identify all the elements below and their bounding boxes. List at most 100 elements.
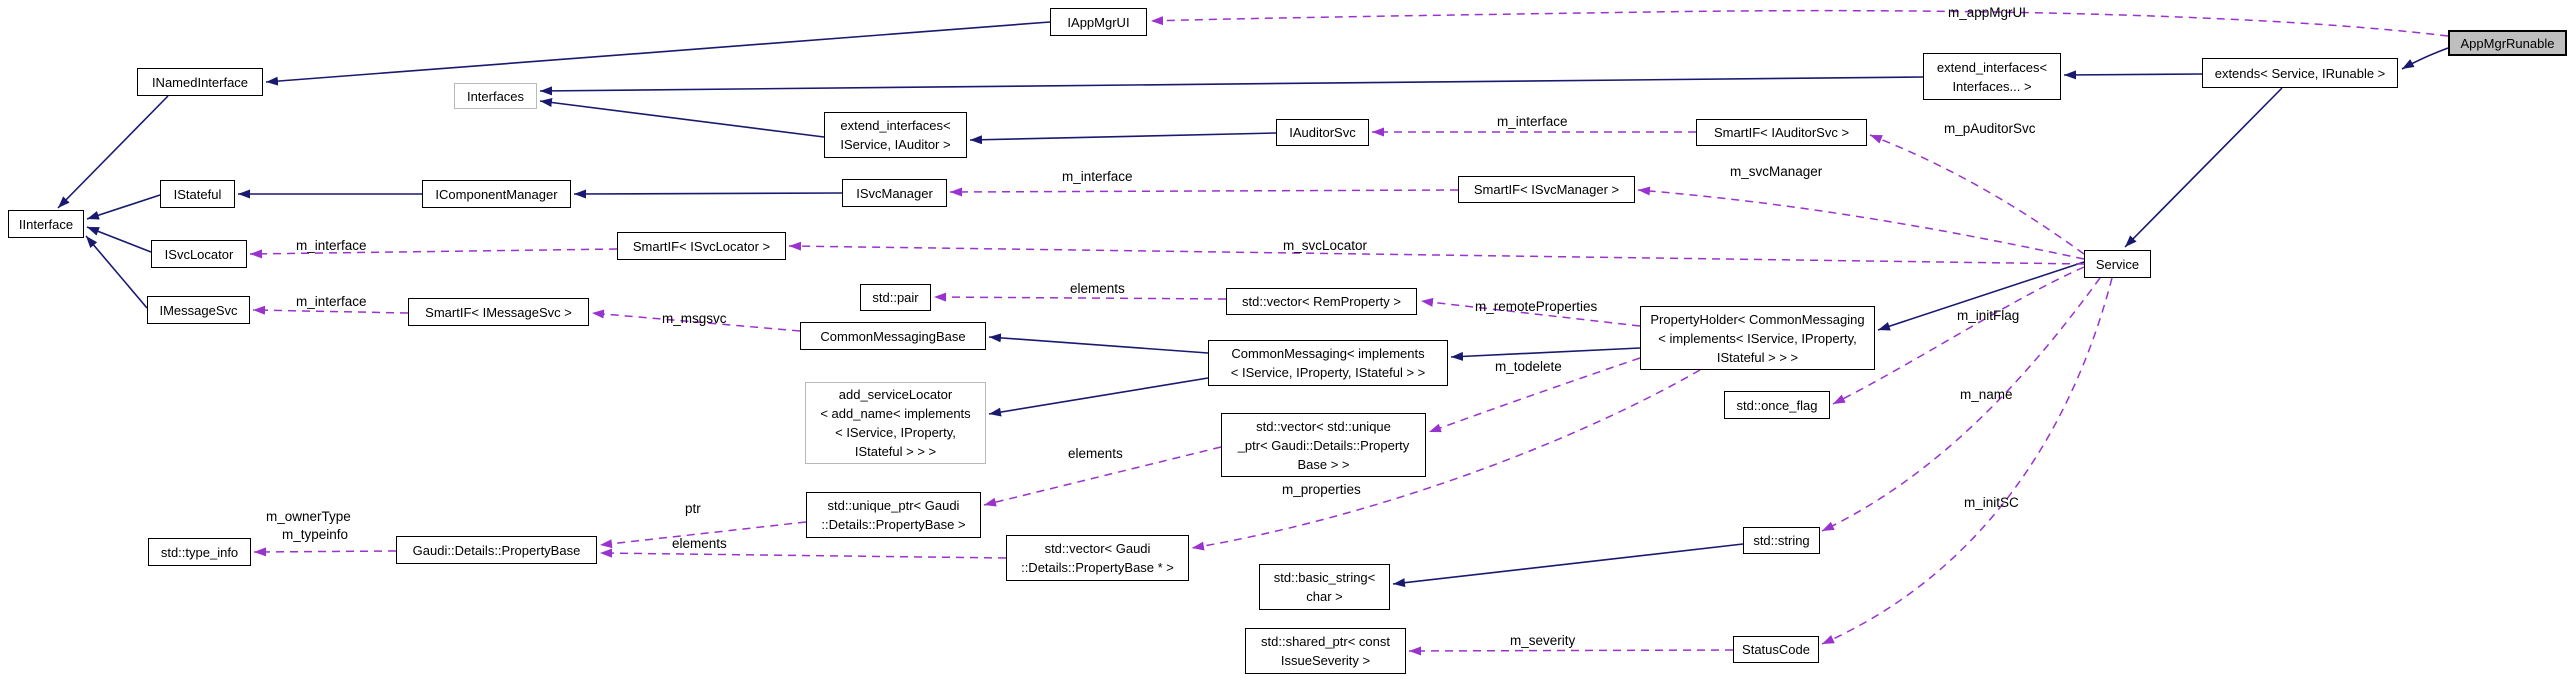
edge-std-vector-unique-ptr-to-std-unique-ptr-propertybase bbox=[983, 446, 1222, 507]
edge-label-m-ownertype: m_ownerType bbox=[266, 509, 351, 524]
node-label-line: std::pair bbox=[872, 290, 919, 305]
edge-extends-service-irunable-to-extend-interfaces-interfaces bbox=[2063, 70, 2203, 80]
edge-smartif-imessagesvc-to-imessagesvc bbox=[252, 305, 409, 315]
node-iinterface[interactable]: IInterface bbox=[8, 210, 84, 238]
node-smartif-iauditorsvc[interactable]: SmartIF< IAuditorSvc > bbox=[1696, 119, 1867, 146]
node-label-line: SmartIF< ISvcLocator > bbox=[632, 238, 771, 254]
node-label-line: IService, IAuditor > bbox=[840, 137, 951, 152]
edge-label-elements: elements bbox=[1068, 446, 1123, 461]
node-smartif-isvclocator[interactable]: SmartIF< ISvcLocator > bbox=[617, 232, 786, 260]
node-std-pair[interactable]: std::pair bbox=[860, 284, 931, 311]
node-std-vector-remproperty[interactable]: std::vector< RemProperty > bbox=[1226, 288, 1417, 315]
node-interfaces[interactable]: Interfaces bbox=[454, 83, 537, 109]
edge-service-to-std-string bbox=[1821, 277, 2101, 532]
edge-label-ptr: ptr bbox=[685, 501, 701, 516]
node-extend-interfaces-interfaces[interactable]: extend_interfaces< Interfaces... > bbox=[1923, 53, 2061, 100]
node-label-line: char > bbox=[1306, 589, 1343, 604]
node-label-line: Interfaces bbox=[466, 88, 525, 104]
node-iappmgrui[interactable]: IAppMgrUI bbox=[1050, 8, 1147, 36]
node-label-line: IssueSeverity > bbox=[1280, 653, 1371, 668]
node-isvclocator[interactable]: ISvcLocator bbox=[151, 240, 247, 268]
edge-service-to-smartif-isvcmanager bbox=[1637, 186, 2085, 260]
node-label-line: IMessageSvc bbox=[159, 302, 238, 318]
node-label-line: extend_interfaces< bbox=[840, 118, 951, 133]
node-label-line: CommonMessaging< implements bbox=[1231, 346, 1425, 361]
node-std-unique-ptr-propertybase[interactable]: std::unique_ptr< Gaudi::Details::Propert… bbox=[806, 492, 981, 538]
node-label-line: std::shared_ptr< const bbox=[1261, 634, 1390, 649]
edge-label-m-name: m_name bbox=[1960, 387, 2013, 402]
node-std-type-info[interactable]: std::type_info bbox=[148, 538, 251, 566]
node-std-once-flag[interactable]: std::once_flag bbox=[1724, 391, 1830, 419]
node-smartif-isvcmanager[interactable]: SmartIF< ISvcManager > bbox=[1458, 176, 1635, 203]
edge-service-to-std-once-flag bbox=[1832, 266, 2085, 405]
node-smartif-imessagesvc[interactable]: SmartIF< IMessageSvc > bbox=[408, 298, 589, 326]
edge-label-m-interface: m_interface bbox=[1497, 114, 1568, 129]
node-label-line: IStateful bbox=[173, 186, 222, 202]
node-std-string[interactable]: std::string bbox=[1743, 527, 1820, 554]
node-label-line: std::type_info bbox=[160, 544, 239, 560]
node-std-basic-string[interactable]: std::basic_string<char > bbox=[1259, 564, 1390, 610]
node-label-line: IStateful > > > bbox=[1716, 349, 1799, 365]
node-label-line: add_serviceLocator bbox=[838, 387, 953, 402]
node-appmgrrunable[interactable]: AppMgrRunable bbox=[2448, 30, 2567, 56]
node-inamedinterface[interactable]: INamedInterface bbox=[137, 68, 263, 96]
node-isvcmanager[interactable]: ISvcManager bbox=[842, 179, 947, 207]
edge-appmgrrunable-to-iappmgrui bbox=[1150, 9, 2449, 37]
edge-label-elements: elements bbox=[672, 536, 727, 551]
node-commonmessagingbase[interactable]: CommonMessagingBase bbox=[800, 322, 986, 350]
node-label-line: extends< Service, IRunable > bbox=[2214, 65, 2386, 81]
edge-extends-service-irunable-to-service bbox=[2124, 87, 2283, 248]
edge-extend-interfaces-iservice-iauditor-to-interfaces bbox=[539, 98, 825, 138]
edge-commonmessagingbase-to-smartif-imessagesvc bbox=[591, 309, 801, 332]
node-label-line: IAppMgrUI bbox=[1067, 14, 1130, 30]
node-label-line: Interfaces... > bbox=[1952, 78, 2032, 94]
node-add-servicelocator[interactable]: add_serviceLocator< add_name< implements… bbox=[805, 382, 986, 464]
node-label-line: std::basic_string< bbox=[1273, 570, 1376, 585]
node-extends-service-irunable[interactable]: extends< Service, IRunable > bbox=[2202, 58, 2398, 88]
node-std-vector-propertybase-ptr[interactable]: std::vector< Gaudi::Details::PropertyBas… bbox=[1006, 535, 1189, 581]
edge-service-to-smartif-iauditorsvc bbox=[1869, 134, 2085, 255]
node-std-vector-unique-ptr[interactable]: std::vector< std::unique_ptr< Gaudi::Det… bbox=[1221, 413, 1426, 477]
node-label-line: SmartIF< IMessageSvc > bbox=[425, 304, 572, 320]
node-extend-interfaces-iservice-iauditor[interactable]: extend_interfaces< IService, IAuditor > bbox=[824, 112, 967, 158]
edge-appmgrrunable-to-extends-service-irunable bbox=[2401, 47, 2449, 70]
edge-smartif-isvcmanager-to-isvcmanager bbox=[949, 187, 1459, 197]
edge-service-to-smartif-isvclocator bbox=[788, 241, 2085, 265]
node-imessagesvc[interactable]: IMessageSvc bbox=[147, 296, 250, 324]
edge-label-m-appmgrui: m_appMgrUI bbox=[1948, 5, 2026, 20]
node-iauditorsvc[interactable]: IAuditorSvc bbox=[1276, 119, 1369, 146]
edge-statuscode-to-std-shared-ptr-issueseverity bbox=[1408, 646, 1734, 656]
node-label-line: IAuditorSvc bbox=[1289, 125, 1356, 140]
edge-label-m-msgsvc: m_msgsvc bbox=[662, 311, 727, 326]
edge-commonmessaging-to-add-servicelocator bbox=[988, 377, 1209, 417]
node-label-line: extend_interfaces< bbox=[1936, 59, 2048, 75]
node-icomponentmanager[interactable]: IComponentManager bbox=[422, 180, 571, 208]
edge-service-to-statuscode bbox=[1821, 277, 2113, 645]
node-label-line: ::Details::PropertyBase * > bbox=[1021, 560, 1174, 575]
edge-iappmgrui-to-inamedinterface bbox=[265, 21, 1051, 86]
edge-std-unique-ptr-propertybase-to-gaudi-details-propertybase bbox=[599, 521, 807, 549]
edge-isvcmanager-to-icomponentmanager bbox=[573, 189, 843, 199]
node-statuscode[interactable]: StatusCode bbox=[1733, 636, 1819, 663]
edge-label-m-svclocator: m_svcLocator bbox=[1283, 238, 1368, 253]
edge-label-m-pauditorsvc: m_pAuditorSvc bbox=[1944, 121, 2036, 136]
node-propertyholder[interactable]: PropertyHolder< CommonMessaging< impleme… bbox=[1640, 306, 1875, 370]
node-label-line: Base > > bbox=[1297, 456, 1350, 472]
node-label-line: std::unique_ptr< Gaudi bbox=[827, 498, 960, 513]
node-label-line: Gaudi::Details::PropertyBase bbox=[412, 542, 581, 558]
node-service[interactable]: Service bbox=[2084, 250, 2151, 278]
node-istateful[interactable]: IStateful bbox=[160, 180, 235, 208]
edge-inamedinterface-to-iinterface bbox=[57, 95, 169, 209]
edge-label-m-interface: m_interface bbox=[1062, 169, 1133, 184]
node-label-line: PropertyHolder< CommonMessaging bbox=[1650, 311, 1865, 327]
edge-label-m-severity: m_severity bbox=[1510, 633, 1576, 648]
node-label-line: ::Details::PropertyBase > bbox=[821, 517, 966, 532]
node-label-line: IComponentManager bbox=[435, 186, 558, 202]
node-label-line: < IService, IProperty, IStateful > > bbox=[1230, 365, 1426, 380]
node-gaudi-details-propertybase[interactable]: Gaudi::Details::PropertyBase bbox=[396, 536, 597, 564]
node-label-line: CommonMessagingBase bbox=[820, 328, 966, 344]
node-commonmessaging[interactable]: CommonMessaging< implements < IService, I… bbox=[1208, 340, 1448, 386]
